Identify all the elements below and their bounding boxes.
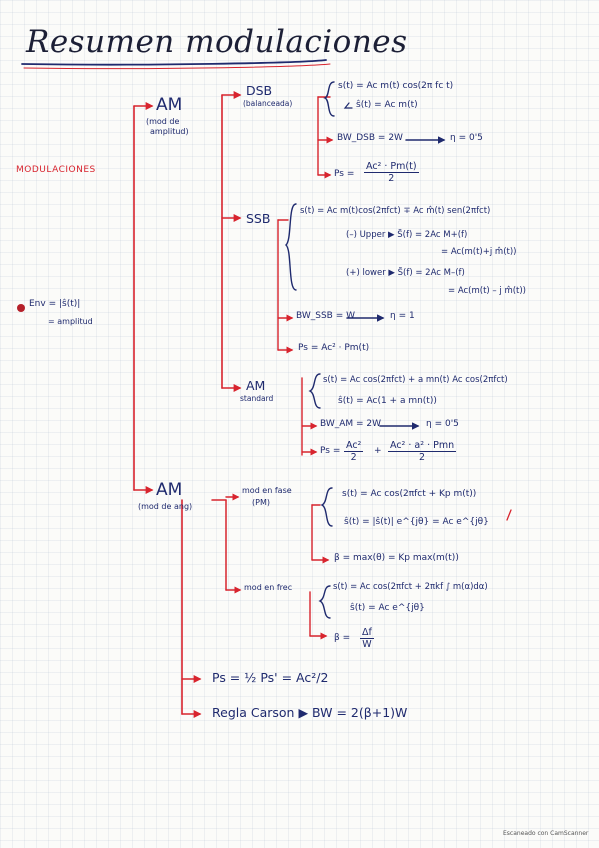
fm-s-hat: ŝ(t) = Ac e^{jθ}	[350, 603, 425, 613]
am-standard-ps1-num: Ac²	[344, 440, 364, 452]
carson-rule: Regla Carson ▶ BW = 2(β+1)W	[212, 705, 408, 720]
fm-beta-num: Δf	[360, 627, 374, 639]
root-label: MODULACIONES	[16, 165, 96, 175]
am-standard-ps-label: Ps =	[320, 446, 341, 456]
dsb-ps-fraction: Ac² · Pm(t) 2	[364, 161, 419, 184]
ang-ps: Ps = ½ Ps' = Ac²/2	[212, 670, 329, 685]
am-standard-ps1-den: 2	[350, 452, 357, 463]
am-ang-sub: (mod de ang)	[138, 502, 193, 511]
am-sub1: (mod de	[146, 117, 180, 126]
envelope-amplitude-note: = amplitud	[48, 317, 93, 326]
am-standard-ps-frac2: Ac² · a² · Pmn 2	[388, 440, 457, 463]
am-standard-ps2-num: Ac² · a² · Pmn	[388, 440, 457, 452]
bullet-icon	[17, 304, 25, 312]
fm-label: mod en frec	[244, 583, 293, 592]
fm-beta-label: β =	[334, 633, 351, 643]
dsb-sub: (balanceada)	[243, 99, 293, 108]
am-standard-ps2-den: 2	[419, 452, 426, 463]
page-title: Resumen modulaciones	[26, 24, 408, 60]
am-standard-sub: standard	[240, 394, 274, 403]
am-standard-ps-plus: +	[374, 446, 382, 456]
dsb-ps-num: Ac² · Pm(t)	[364, 161, 419, 173]
am-standard-eta: η = 0'5	[426, 419, 459, 429]
ssb-lower-2: = Ac(m(t) – j m̂(t))	[448, 286, 527, 296]
ssb-upper-1: (–) Upper ▶ S̃(f) = 2Ac M+(f)	[346, 230, 468, 240]
envelope-definition: Env = |ŝ(t)|	[29, 299, 81, 309]
dsb-label: DSB	[246, 83, 273, 98]
dsb-s-t: s(t) = Ac m(t) cos(2π fc t)	[338, 81, 454, 91]
dsb-bw: BW_DSB = 2W	[337, 133, 403, 143]
am-sub2: amplitud)	[150, 127, 189, 136]
scanner-watermark: Escaneado con CamScanner	[503, 830, 589, 837]
dsb-s-hat: ŝ(t) = Ac m(t)	[356, 100, 418, 110]
ssb-label: SSB	[246, 211, 271, 226]
fm-beta-den: W	[362, 639, 372, 650]
dsb-ps-den: 2	[388, 173, 395, 184]
dsb-ps-label: Ps =	[334, 169, 355, 179]
fm-s-t: s(t) = Ac cos(2πfct + 2πkf ∫ m(α)dα)	[333, 582, 488, 592]
fm-beta-fraction: Δf W	[360, 627, 374, 650]
am-ang-label: AM	[156, 480, 183, 500]
am-standard-bw: BW_AM = 2W	[320, 419, 382, 429]
ssb-lower-1: (+) lower ▶ S̃(f) = 2Ac M–(f)	[346, 268, 465, 278]
ssb-eta: η = 1	[390, 311, 415, 321]
pm-beta: β = max(θ) = Kp max(m(t))	[334, 553, 459, 563]
ssb-s-t: s(t) = Ac m(t)cos(2πfct) ∓ Ac m̂(t) sen(…	[300, 206, 491, 216]
title-underline	[21, 59, 327, 66]
am-standard-s-hat: ŝ(t) = Ac(1 + a mn(t))	[338, 396, 437, 406]
pm-label-1: mod en fase	[242, 486, 292, 495]
am-standard-ps-frac1: Ac² 2	[344, 440, 364, 463]
ssb-ps: Ps = Ac² · Pm(t)	[298, 343, 370, 353]
dsb-eta: η = 0'5	[450, 133, 483, 143]
pm-s-t: s(t) = Ac cos(2πfct + Kp m(t))	[342, 489, 477, 499]
ssb-bw: BW_SSB = W	[296, 311, 356, 321]
pm-s-hat: ŝ(t) = |ŝ(t)| e^{jθ} = Ac e^{jθ}	[344, 517, 489, 527]
pm-label-2: (PM)	[252, 498, 270, 507]
am-standard-s-t: s(t) = Ac cos(2πfct) + a mn(t) Ac cos(2π…	[323, 375, 508, 385]
am-label: AM	[156, 95, 183, 115]
ssb-upper-2: = Ac(m(t)+j m̂(t))	[441, 247, 517, 257]
am-standard-label: AM	[246, 378, 266, 393]
